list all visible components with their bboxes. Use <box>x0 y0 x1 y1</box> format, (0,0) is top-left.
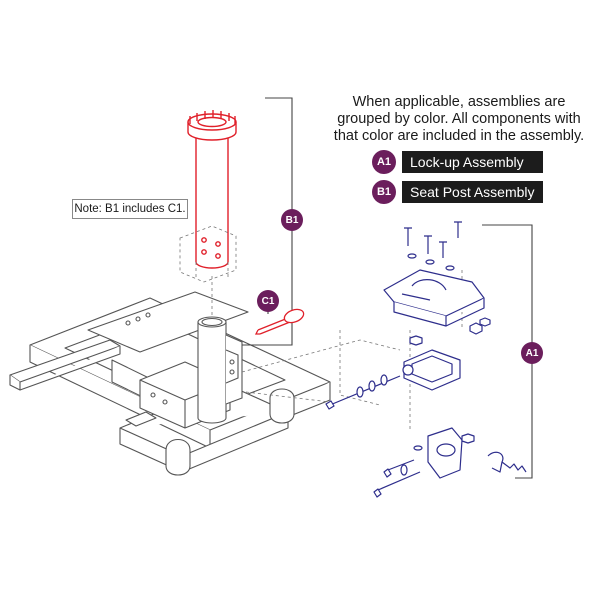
legend-label-lockup: Lock-up Assembly <box>402 151 543 173</box>
seat-post-tube <box>187 110 237 269</box>
badge-a1: A1 <box>521 342 543 364</box>
legend-label-seat-post: Seat Post Assembly <box>402 181 543 203</box>
legend-badge-b1: B1 <box>372 180 396 204</box>
top-screws <box>404 221 462 258</box>
color-legend-note: When applicable, assemblies are grouped … <box>333 94 585 144</box>
badge-b1: B1 <box>281 209 303 231</box>
badge-c1: C1 <box>257 290 279 312</box>
base-frame <box>9 291 331 476</box>
legend-row-b1: B1 Seat Post Assembly <box>372 180 543 204</box>
lockup-assembly <box>325 221 527 498</box>
pin-c1 <box>254 308 305 335</box>
legend-badge-a1: A1 <box>372 150 396 174</box>
note-callout: Note: B1 includes C1. <box>72 199 188 219</box>
seat-post-base-tube <box>197 316 243 424</box>
legend-row-a1: A1 Lock-up Assembly <box>372 150 543 174</box>
